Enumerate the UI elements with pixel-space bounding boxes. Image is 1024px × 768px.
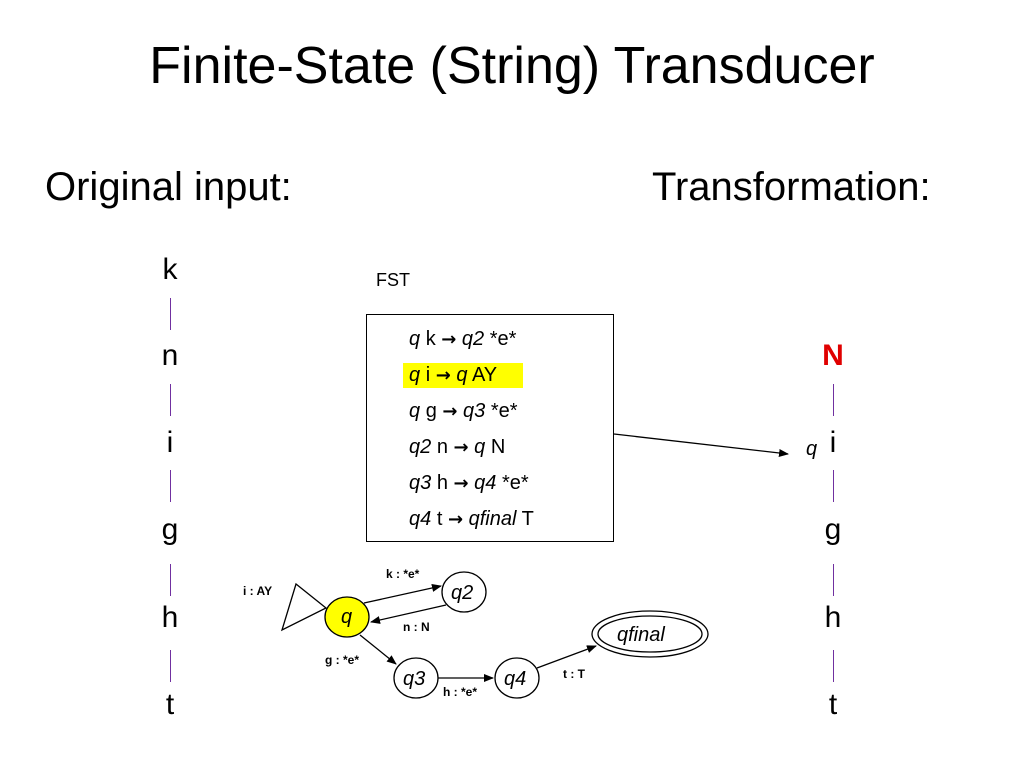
output-connector bbox=[833, 650, 834, 682]
input-connector bbox=[170, 650, 171, 682]
edge-q-q2-label: k : *e* bbox=[386, 567, 420, 581]
input-letter: g bbox=[161, 513, 179, 546]
edge-q-q3 bbox=[359, 634, 397, 665]
output-letter-active: N bbox=[822, 339, 844, 372]
input-connector bbox=[170, 470, 171, 502]
original-input-heading: Original input: bbox=[45, 165, 292, 209]
output-letter: t bbox=[828, 688, 838, 721]
input-connector bbox=[170, 384, 171, 416]
input-letter: t bbox=[165, 688, 175, 721]
state-q3-label: q3 bbox=[403, 668, 425, 690]
edge-q2-q bbox=[370, 604, 447, 624]
input-letter: i bbox=[166, 426, 174, 459]
self-loop-label: i : AY bbox=[243, 584, 272, 598]
input-letter: n bbox=[161, 339, 179, 372]
fst-rule: q4 t → qfinal T bbox=[409, 508, 534, 530]
fst-rules-box: q k → q2 *e* q i → q AY q g → q3 *e* q2 … bbox=[366, 314, 614, 542]
self-loop-edge bbox=[280, 582, 328, 632]
state-qfinal bbox=[597, 615, 703, 653]
slide-title: Finite-State (String) Transducer bbox=[149, 37, 875, 95]
state-q4-label: q4 bbox=[504, 668, 526, 690]
state-q-label: q bbox=[341, 606, 352, 628]
transformation-heading: Transformation: bbox=[652, 165, 931, 209]
state-q bbox=[324, 596, 370, 638]
state-qfinal-outer bbox=[591, 610, 709, 658]
edge-q3-q4-label: h : *e* bbox=[443, 685, 477, 699]
state-qfinal-label: qfinal bbox=[617, 624, 665, 646]
output-connector bbox=[833, 384, 834, 416]
edge-q4-qfinal-label: t : T bbox=[563, 667, 586, 681]
fst-label: FST bbox=[376, 270, 410, 290]
fst-rule: q g → q3 *e* bbox=[409, 400, 518, 422]
input-letter: k bbox=[162, 253, 178, 286]
fst-rule: q2 n → q N bbox=[409, 436, 506, 458]
edge-q-q3-label: g : *e* bbox=[325, 653, 359, 667]
output-letter: h bbox=[824, 601, 842, 634]
input-letter: h bbox=[161, 601, 179, 634]
edge-q4-qfinal bbox=[536, 645, 597, 669]
fst-rule: q k → q2 *e* bbox=[409, 328, 517, 350]
state-q4 bbox=[494, 657, 540, 699]
fst-rule-highlighted: q i → q AY bbox=[403, 363, 524, 388]
output-connector bbox=[833, 470, 834, 502]
input-connector bbox=[170, 564, 171, 596]
output-connector bbox=[833, 564, 834, 596]
edge-q-q2 bbox=[363, 584, 442, 604]
current-state-marker: q bbox=[806, 438, 818, 460]
output-letter: g bbox=[824, 513, 842, 546]
output-letter: i bbox=[829, 426, 837, 459]
fst-rule: q3 h → q4 *e* bbox=[409, 472, 529, 494]
edge-q2-q-label: n : N bbox=[403, 620, 430, 634]
transform-arrow bbox=[613, 433, 789, 457]
state-q2-label: q2 bbox=[451, 582, 473, 604]
state-q2 bbox=[441, 571, 487, 613]
input-connector bbox=[170, 298, 171, 330]
